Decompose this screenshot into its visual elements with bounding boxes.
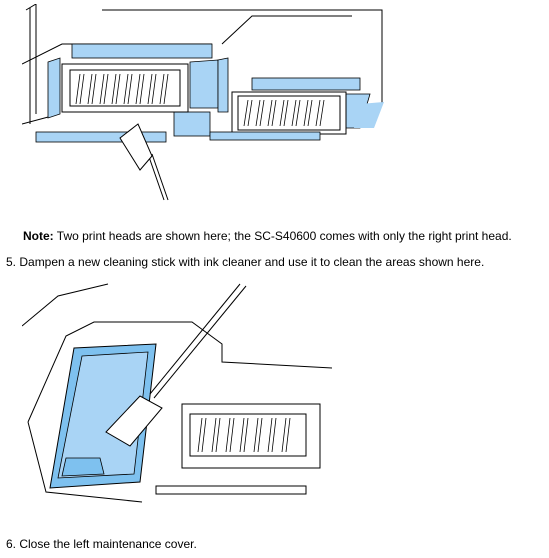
step-5: 5. Dampen a new cleaning stick with ink …	[6, 255, 484, 270]
step-number: 5.	[6, 255, 17, 269]
note-body: Two print heads are shown here; the SC-S…	[53, 229, 512, 243]
note-label: Note:	[23, 229, 54, 243]
note-text: Note: Two print heads are shown here; th…	[23, 229, 512, 244]
step-text: Close the left maintenance cover.	[16, 537, 197, 551]
step-6: 6. Close the left maintenance cover.	[6, 537, 197, 552]
print-heads-illustration	[22, 4, 384, 201]
step-text: Dampen a new cleaning stick with ink cle…	[16, 255, 485, 269]
step-number: 6.	[6, 537, 17, 551]
cleaning-area-illustration	[22, 283, 332, 503]
